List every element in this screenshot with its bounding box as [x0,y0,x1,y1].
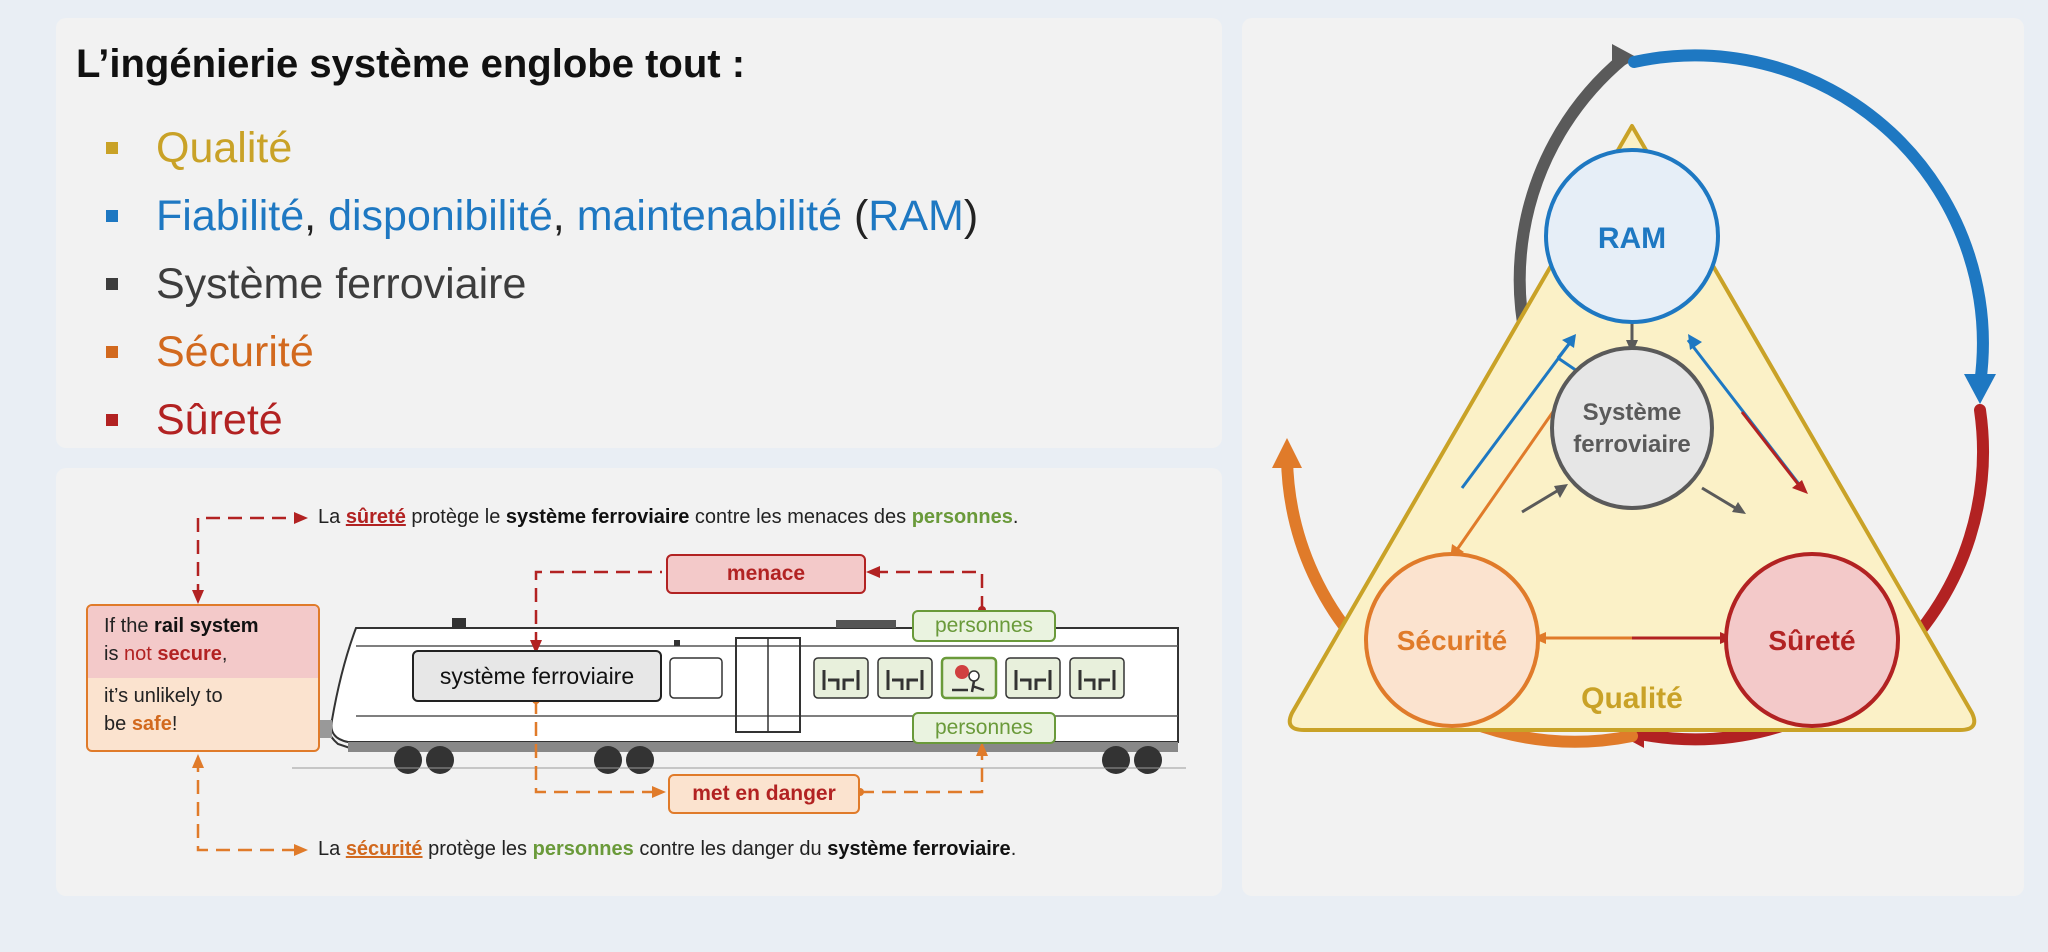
threat-line-right [876,570,984,610]
list-title: L’ingénierie système englobe tout : [76,42,746,86]
callout-keyword: not [124,643,152,665]
ram-circle [1544,148,1720,324]
rams-diagram-panel: RAM Système ferroviaire Sécurité Sûreté … [1242,18,2024,896]
concept-list-panel: L’ingénierie système englobe tout : Qual… [56,18,1222,448]
item-reliability-label: Fiabilité [156,192,305,240]
callout-keyword: rail system [154,615,259,637]
security-circle [1724,552,1900,728]
security-link-line [196,516,296,598]
item-ram-label: RAM [868,192,964,240]
arrow-down-icon [192,590,204,604]
arrow-head-icon [1612,44,1638,72]
rams-diagram: RAM Système ferroviaire Sécurité Sûreté … [1272,44,1996,748]
persons-label-top: personnes [912,610,1056,642]
arrow-left-icon [866,566,880,578]
quality-label: Qualité [1581,682,1683,715]
sentence-keyword-persons: personnes [532,838,634,860]
sentence-keyword-persons: personnes [911,506,1013,528]
item-quality-label: Qualité [156,124,293,172]
arrow-up-icon [192,754,204,768]
arrow-right-icon [294,844,308,856]
list-item-safety: Sécurité [106,318,978,386]
persons-label-bottom: personnes [912,712,1056,744]
danger-line-right [860,748,984,794]
list-item-security: Sûreté [106,386,978,454]
callout-keyword: secure [157,643,222,665]
list-item-ram: Fiabilité, disponibilité, maintenabilité… [106,182,978,250]
callout-keyword: safe [131,713,172,735]
separator-comma: , [552,192,577,240]
separator-comma: , [304,192,329,240]
item-security-label: Sûreté [156,396,283,444]
safety-link-line [196,758,296,852]
callout-top: If the rail system is not secure, [88,606,318,678]
paren-open: ( [842,192,869,240]
callout-text: is [104,643,124,665]
item-safety-label: Sécurité [156,328,314,376]
security-sentence: La sûreté protège le système ferroviaire… [318,506,1018,529]
rail-system-circle [1550,346,1714,510]
outer-arc-ram [1628,49,1989,390]
threat-label: menace [666,554,866,594]
list-item-rail-system: Système ferroviaire [106,250,978,318]
sentence-keyword-safety: sécurité [345,838,423,860]
paren-close: ) [963,192,979,240]
rail-system-label: système ferroviaire [412,650,662,702]
sentence-keyword-rail-system: système ferroviaire [505,506,690,528]
sentence-text: . [1010,838,1017,860]
bullet-square-icon [106,210,118,222]
train-schematic-panel: La sûreté protège le système ferroviaire… [56,468,1222,896]
arrow-right-icon [652,786,666,798]
callout-bottom: it’s unlikely to be safe! [88,678,318,742]
bullet-square-icon [106,278,118,290]
warning-callout: If the rail system is not secure, it’s u… [86,604,320,752]
item-availability-label: disponibilité [328,192,553,240]
list-item-quality: Qualité [106,114,978,182]
sentence-text: La [318,506,346,528]
bullet-square-icon [106,346,118,358]
security-label: Sûreté [1768,625,1855,656]
rail-system-label-line2: ferroviaire [1573,431,1690,458]
safety-label: Sécurité [1397,625,1508,656]
ram-label: RAM [1598,222,1666,255]
sentence-text: protège les [422,838,533,860]
rail-system-label-line1: Système [1583,399,1682,426]
sentence-text: contre les menaces des [689,506,912,528]
arrow-head-icon [1964,374,1996,404]
callout-line: If the rail system [104,612,302,640]
sentence-keyword-rail-system: système ferroviaire [827,838,1011,860]
callout-line: be safe! [104,710,302,738]
arrow-up-icon [976,742,988,756]
callout-line: it’s unlikely to [104,685,223,707]
callout-line: is not secure, [104,640,302,668]
sentence-keyword-security: sûreté [345,506,406,528]
arrow-head-icon [1272,438,1302,468]
sentence-text: . [1012,506,1019,528]
sentence-text: La [318,838,346,860]
item-rail-system-label: Système ferroviaire [156,260,527,308]
safety-sentence: La sécurité protège les personnes contre… [318,838,1016,861]
arrow-right-icon [294,512,308,524]
arrow-down-icon [530,640,542,654]
callout-text: , [221,643,228,665]
relation-lines [1450,304,1808,644]
sentence-text: contre les danger du [633,838,828,860]
callout-text: be [104,713,132,735]
callout-text: If the [104,615,155,637]
safety-circle [1364,552,1540,728]
danger-line-left [534,700,664,794]
callout-text: ! [171,713,178,735]
bullet-square-icon [106,414,118,426]
sentence-text: protège le [405,506,506,528]
bullet-square-icon [106,142,118,154]
concept-list: Qualité Fiabilité, disponibilité, mainte… [106,114,978,454]
threat-line-left [534,570,662,646]
item-maintainability-label: maintenabilité [576,192,843,240]
danger-label: met en danger [668,774,860,814]
